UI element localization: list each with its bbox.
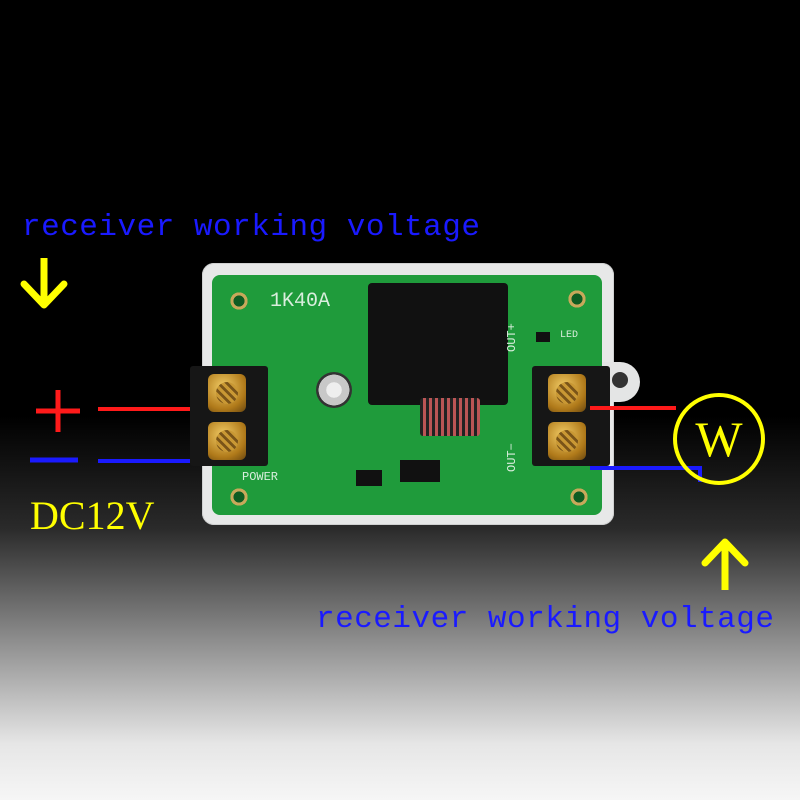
chip-2 [356,470,382,486]
output-positive-screw [548,374,586,412]
load-symbol: W [695,411,743,467]
caption-bottom: receiver working voltage [316,602,775,637]
input-negative-screw [208,422,246,460]
model-label: 1K40A [270,290,331,313]
relay [368,283,508,405]
mount-hole-bottom-left [228,486,250,508]
dc-voltage-label: DC12V [30,493,155,538]
input-positive-screw [208,374,246,412]
output-terminal-block [532,366,610,466]
capacitor [316,372,352,408]
mount-hole-bottom-right [568,486,590,508]
caption-top: receiver working voltage [22,210,481,245]
input-terminal-block [190,366,268,466]
led-label: LED [560,330,579,341]
antenna-coil [420,398,480,436]
mount-hole-top-left [228,290,250,312]
mount-hole-top-right [566,288,588,310]
load-indicator-w: W [673,393,765,485]
arrow-down-icon [20,258,68,309]
arrow-up-icon [701,538,749,590]
led-component [536,332,550,342]
mounting-ear-hole [612,372,628,388]
output-negative-screw [548,422,586,460]
chip-1 [400,460,440,482]
plus-symbol-icon [36,390,80,432]
output-negative-wire [590,466,702,482]
power-label: POWER [242,470,279,484]
